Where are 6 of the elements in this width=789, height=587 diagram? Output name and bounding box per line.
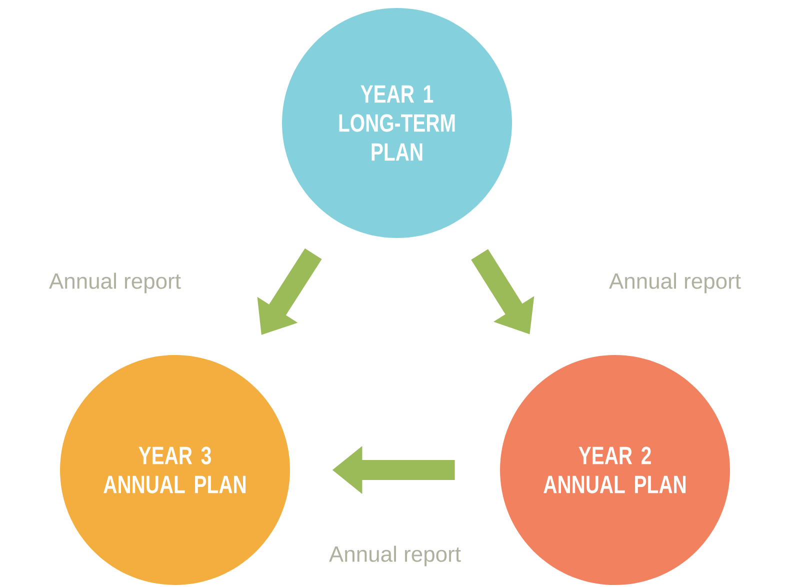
edge-label: Annual report xyxy=(329,546,461,566)
circle-node: YEAR 1 LONG-TERM PLAN xyxy=(282,8,512,238)
edge-label: Annual report xyxy=(49,272,181,294)
edge-label: Annual report xyxy=(609,272,741,294)
circle-node: YEAR 2 ANNUAL PLAN xyxy=(500,355,730,585)
circle-node: YEAR 3 ANNUAL PLAN xyxy=(60,355,290,585)
